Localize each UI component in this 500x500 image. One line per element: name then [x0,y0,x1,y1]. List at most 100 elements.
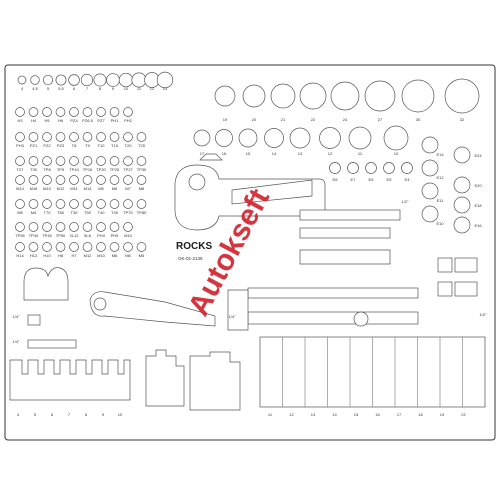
socket-label: T45 [111,210,119,215]
socket-label: H8 [58,253,64,258]
spinner-handle-cutout [231,179,313,205]
bit-label: 8 [85,412,88,417]
big-socket-hole [242,84,266,108]
socket-label: T40 [98,210,106,215]
socket-hole [96,132,106,142]
socket-hole [109,199,120,209]
socket-label: TP55 [15,233,25,238]
socket-hole [123,156,133,166]
socket-label: 11 [137,86,142,91]
bit-label: 6 [51,412,54,417]
socket-hole [131,72,147,88]
socket-hole [42,175,52,185]
drive-label-quarter: 1/4" [13,339,21,344]
socket-hole [42,74,54,86]
small-e-hole [365,162,377,174]
socket-label: T10 [98,143,106,148]
socket-label: TP70 [123,210,133,215]
socket-label: H5 [44,118,50,123]
socket-hole [123,242,133,252]
socket-label: 8 [99,86,102,91]
socket-hole [55,107,66,117]
adapter-cutout [23,267,69,301]
socket-hole [136,132,147,142]
socket-label: H3 [17,118,23,123]
socket-label: H12 [30,253,38,258]
big-socket-label: 19 [223,117,228,122]
socket-hole [15,242,25,252]
socket-label: M4 [31,210,37,215]
e-socket-hole [453,176,471,194]
socket-hole [28,222,39,232]
socket-hole [15,156,25,166]
socket-label: T70 [44,210,52,215]
big-socket-hole [270,83,296,109]
bit-label: 5 [34,412,37,417]
socket-hole [82,175,93,185]
socket-label: PH1 [111,118,120,123]
socket-label: T25 [138,143,146,148]
socket-hole [55,242,66,252]
socket-label: T20 [125,143,133,148]
socket-label: 5.5 [58,86,64,91]
small-e-label: E6 [369,177,375,182]
small-e-label: E5 [387,177,393,182]
bit-label: 10 [118,412,123,417]
socket-hole-large [215,129,233,147]
socket-label: PH5 [111,233,120,238]
socket-label: M10 [124,233,133,238]
drive-label-quarter: 1/4" [229,314,237,319]
e-socket-label: E14 [436,152,444,157]
socket-label: M11 [70,186,78,191]
socket-label-large: 13 [298,151,303,156]
wrench-label: 14 [332,412,337,417]
socket-holes [15,71,480,252]
socket-hole-large [264,128,284,148]
socket-label: H4 [31,118,37,123]
socket-hole [28,132,39,142]
socket-label: TP80 [137,210,147,215]
socket-hole [28,107,39,117]
socket-label: TP30 [137,167,147,172]
extension-bar-4 [247,311,419,325]
socket-label: PZ4 [70,118,78,123]
socket-hole [136,199,147,209]
socket-label: PZ6.5 [82,118,93,123]
socket-hole [156,71,174,89]
e-socket-label: E12 [436,175,444,180]
socket-hole [42,156,52,166]
bit-label: 7 [68,412,71,417]
wrench-label: 12 [289,412,294,417]
socket-label: M14 [16,186,25,191]
socket-hole [15,199,25,209]
socket-hole [96,107,106,117]
socket-label: M10 [97,253,106,258]
socket-hole [69,242,79,252]
e-socket-label: E20 [474,183,482,188]
big-socket-label: 24 [343,117,348,122]
socket-hole [109,132,120,142]
wrench-label: 13 [311,412,316,417]
socket-hole [30,75,40,85]
socket-label: PZ2 [43,143,51,148]
e-socket-hole [421,182,439,200]
socket-label: 13 [163,86,168,91]
socket-hole [42,199,52,209]
socket-hole-large [383,125,409,151]
socket-label: TP40 [29,233,39,238]
socket-hole [109,156,120,166]
big-socket-label: 27 [378,117,383,122]
socket-label: PH3 [16,143,25,148]
socket-hole [17,75,27,85]
socket-label: TP15 [83,167,93,172]
extension-bar-5 [299,249,391,265]
socket-hole [96,199,106,209]
socket-hole [15,175,25,185]
socket-label: T35 [71,210,79,215]
ratchet-head-circle [188,173,206,191]
socket-hole [28,199,39,209]
socket-label: TP25 [110,167,120,172]
drive-label-quarter: 1/4" [13,314,21,319]
wrench-label: 17 [397,412,402,417]
